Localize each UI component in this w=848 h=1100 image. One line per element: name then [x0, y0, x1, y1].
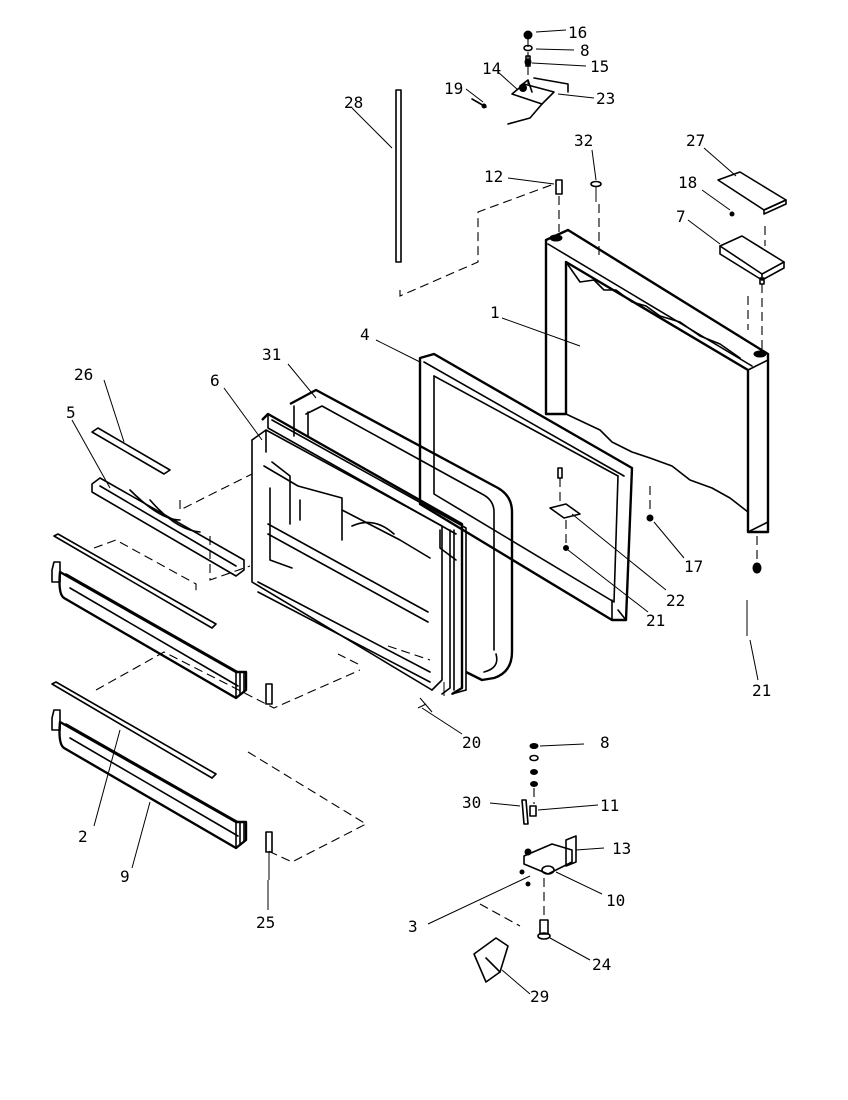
callout-8-bottom: 8 — [600, 733, 610, 752]
callout-3: 3 — [408, 917, 418, 936]
top-hinge-assembly — [471, 30, 569, 125]
callout-22: 22 — [666, 591, 685, 610]
callout-24: 24 — [592, 955, 611, 974]
callout-2: 2 — [78, 827, 88, 846]
alignment-lines — [93, 183, 555, 863]
callout-26: 26 — [74, 365, 93, 384]
part-6-door-liner — [251, 412, 467, 696]
part-9-door-bin — [51, 709, 248, 850]
part-1-door-frame — [544, 204, 770, 534]
hinge-pin-right — [747, 277, 765, 352]
callout-12: 12 — [484, 167, 503, 186]
part-12-screw — [555, 179, 563, 232]
part-28-rod — [395, 89, 402, 263]
part-4-gasket — [418, 352, 634, 622]
door-shelf-ribs-upper — [267, 523, 429, 623]
part-29-cover — [473, 937, 509, 983]
callout-9: 9 — [120, 867, 130, 886]
callout-7: 7 — [676, 207, 686, 226]
part-31-door-panel — [289, 388, 514, 682]
callout-20: 20 — [462, 733, 481, 752]
callout-11: 11 — [600, 796, 619, 815]
callout-13: 13 — [612, 839, 631, 858]
callout-15: 15 — [590, 57, 609, 76]
upper-door-bin — [51, 533, 273, 705]
callout-16: 16 — [568, 23, 587, 42]
callout-18: 18 — [678, 173, 697, 192]
callout-labels: 1 2 3 4 5 6 7 8 8 9 10 11 12 13 14 15 16… — [66, 23, 771, 1006]
callout-21-center: 21 — [646, 611, 665, 630]
callout-19: 19 — [444, 79, 463, 98]
leader-lines — [71, 29, 759, 995]
callout-32: 32 — [574, 131, 593, 150]
part-7-bracket — [719, 226, 785, 281]
callout-31: 31 — [262, 345, 281, 364]
callout-5: 5 — [66, 403, 76, 422]
callout-25: 25 — [256, 913, 275, 932]
callout-4: 4 — [360, 325, 370, 344]
callout-29: 29 — [530, 987, 549, 1006]
callout-30: 30 — [462, 793, 481, 812]
part-25-clip — [265, 831, 273, 880]
part-22-bracket — [549, 503, 581, 519]
callout-28: 28 — [344, 93, 363, 112]
part-18-screw — [729, 211, 735, 217]
callout-10: 10 — [606, 891, 625, 910]
callout-21-right: 21 — [752, 681, 771, 700]
part-17-plug — [646, 486, 654, 522]
part-2-bin-rail — [51, 681, 217, 779]
callout-6: 6 — [210, 371, 220, 390]
callout-17: 17 — [684, 557, 703, 576]
callout-27: 27 — [686, 131, 705, 150]
part-32-screw — [590, 180, 602, 202]
part-21-screw-right — [746, 536, 762, 636]
callout-1: 1 — [490, 303, 500, 322]
part-27-cover — [717, 171, 787, 215]
callout-8-top: 8 — [580, 41, 590, 60]
part-5-shelf — [91, 477, 245, 577]
door-shelf-ribs-lower — [257, 581, 431, 683]
bottom-hinge-assembly — [479, 743, 577, 940]
callout-23: 23 — [596, 89, 615, 108]
part-21-screw-center — [557, 467, 569, 551]
part-26-trim — [91, 427, 171, 475]
callout-14: 14 — [482, 59, 501, 78]
